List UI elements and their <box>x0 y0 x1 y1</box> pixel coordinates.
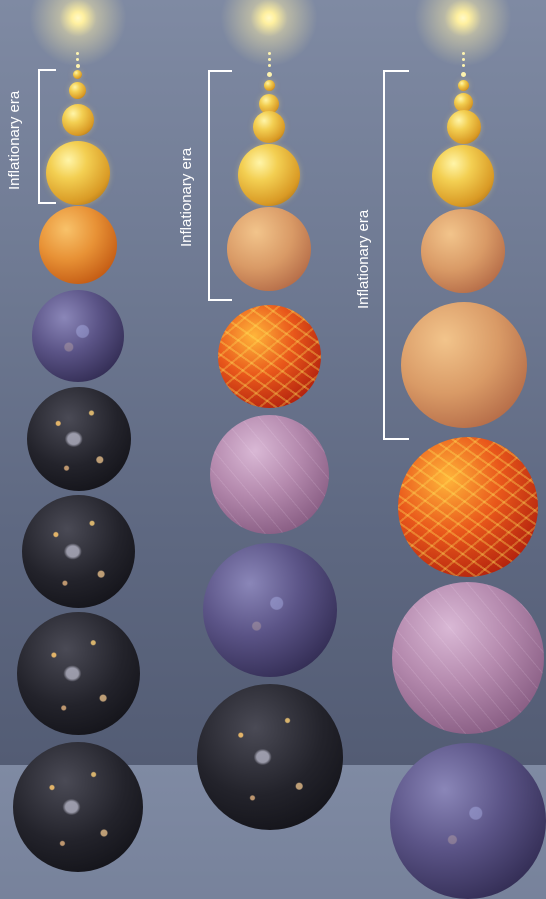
inflation-sphere <box>62 104 94 136</box>
galaxy-universe-sphere <box>27 387 131 491</box>
inflation-sphere <box>454 93 473 112</box>
inflation-sphere <box>458 80 469 91</box>
early-galaxies-sphere <box>32 290 124 382</box>
cooling-universe-sphere <box>392 582 544 734</box>
tiny-sphere-dot <box>268 58 271 61</box>
inflationary-era-bracket <box>208 70 232 301</box>
tiny-sphere-dot <box>462 52 465 55</box>
galaxy-universe-sphere <box>13 742 143 872</box>
galaxy-universe-sphere <box>22 495 135 608</box>
inflationary-era-label: Inflationary era <box>6 90 23 190</box>
tiny-sphere-dot <box>268 64 271 67</box>
hot-universe-sphere <box>39 206 117 284</box>
inflationary-era-bracket <box>383 70 409 440</box>
galaxy-universe-sphere <box>197 684 343 830</box>
tiny-sphere-dot <box>76 64 80 68</box>
inflation-sphere-orange <box>421 209 505 293</box>
early-galaxies-sphere <box>390 743 546 899</box>
inflation-sphere <box>259 94 279 114</box>
inflationary-era-label: Inflationary era <box>178 147 195 247</box>
inflation-end-sphere <box>401 302 527 428</box>
tiny-sphere-dot <box>267 72 272 77</box>
inflation-sphere <box>238 144 300 206</box>
early-galaxies-sphere <box>203 543 337 677</box>
tiny-sphere-dot <box>268 52 271 55</box>
tiny-sphere-dot <box>76 52 79 55</box>
hot-universe-sphere <box>398 437 538 577</box>
galaxy-universe-sphere <box>17 612 140 735</box>
inflation-sphere <box>264 80 275 91</box>
tiny-sphere-dot <box>462 64 465 67</box>
inflation-end-sphere <box>227 207 311 291</box>
cooling-universe-sphere <box>210 415 329 534</box>
inflation-sphere <box>73 70 82 79</box>
hot-universe-sphere <box>218 305 321 408</box>
inflation-sphere <box>447 110 481 144</box>
tiny-sphere-dot <box>461 72 466 77</box>
inflation-sphere <box>46 141 110 205</box>
tiny-sphere-dot <box>76 58 79 61</box>
tiny-sphere-dot <box>462 58 465 61</box>
inflation-sphere <box>432 145 494 207</box>
inflationary-era-bracket <box>38 69 56 204</box>
inflationary-era-label: Inflationary era <box>355 209 372 309</box>
inflation-sphere <box>253 111 285 143</box>
inflation-sphere <box>69 82 86 99</box>
